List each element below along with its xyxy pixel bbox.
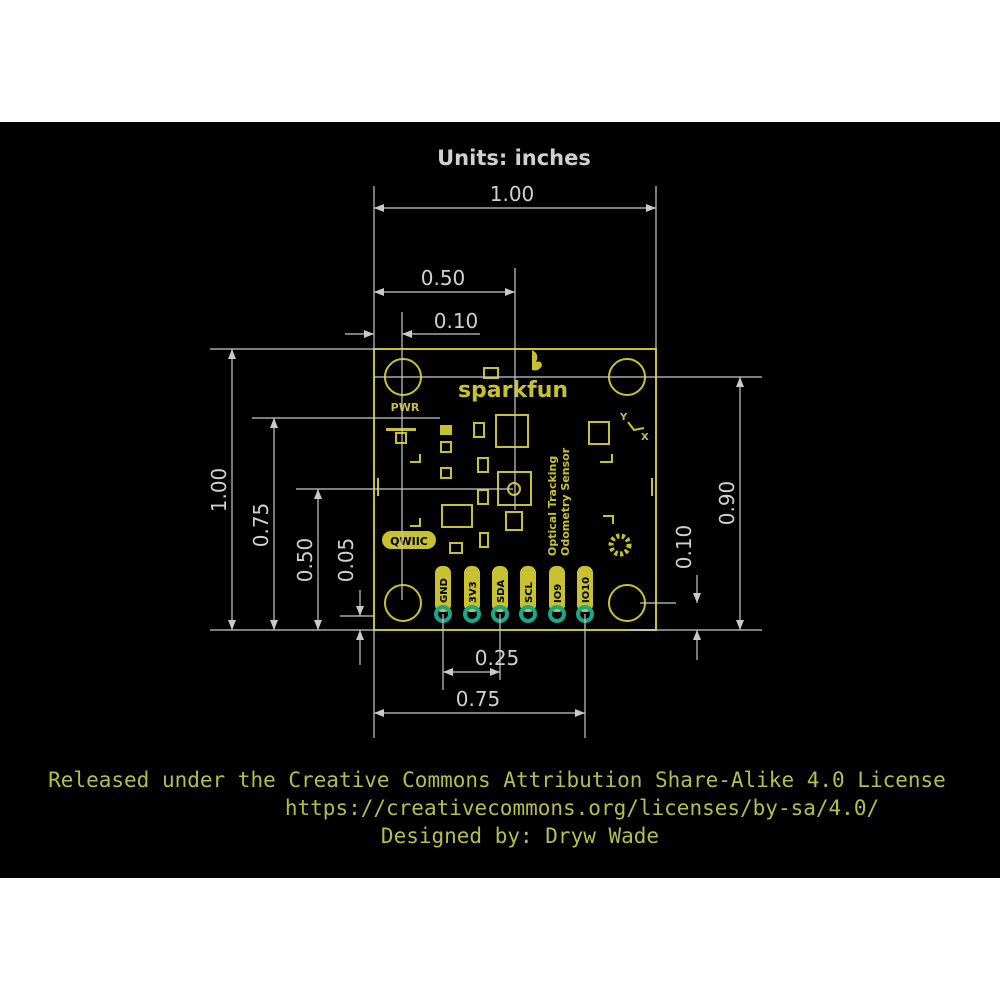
- designer-credit: Designed by: Dryw Wade: [381, 824, 659, 848]
- pin-pad: [548, 605, 566, 623]
- pin-pad: [519, 605, 537, 623]
- pcb-board: sparkfun PWR QWIIC Optical Tracking Odom…: [373, 348, 657, 631]
- dim-hole-offset-y: 0.10: [672, 525, 696, 570]
- pin-pad: [463, 605, 481, 623]
- mounting-hole: [384, 584, 422, 622]
- units-label: Units: inches: [437, 146, 591, 170]
- pin-label-pad: [520, 566, 536, 612]
- pin-label: 3V3: [468, 581, 479, 603]
- dim-pin-span-025: 0.25: [475, 646, 520, 670]
- license-url: https://creativecommons.org/licenses/by-…: [285, 796, 879, 820]
- pin-label-pad: [435, 566, 451, 612]
- axis-y-label: Y: [619, 412, 628, 423]
- axis-x-label: X: [641, 432, 649, 443]
- dim-height-075: 0.75: [249, 503, 273, 548]
- board-title-line2: Odometry Sensor: [559, 447, 572, 556]
- dim-board-height: 1.00: [207, 468, 231, 513]
- dimension-labels: 1.00 0.50 0.10 1.00 0.75 0.50 0.05 0.90 …: [207, 182, 739, 711]
- pin-label-pad: [492, 566, 508, 612]
- dim-hole-span-y: 0.90: [715, 481, 739, 526]
- dimension-lines: [210, 186, 762, 738]
- drawing-background: [0, 122, 1000, 878]
- dim-pin-offset: 0.05: [334, 538, 358, 583]
- pin-label: GND: [439, 578, 450, 603]
- pwr-label: PWR: [391, 401, 420, 414]
- pin-label-pad: [577, 566, 593, 612]
- pin-label: IO10: [581, 577, 592, 603]
- flame-logo-icon: [532, 350, 542, 371]
- dim-half-width: 0.50: [421, 266, 466, 290]
- license-text: Released under the Creative Commons Attr…: [48, 768, 946, 792]
- dim-pin-span-075: 0.75: [456, 687, 501, 711]
- pin-label: SCL: [524, 581, 535, 603]
- dim-board-width: 1.00: [490, 182, 535, 206]
- pin-label-pad: [464, 566, 480, 612]
- pin-label-pad: [549, 566, 565, 612]
- pin-label: SDA: [496, 579, 507, 603]
- dim-height-050: 0.50: [293, 538, 317, 583]
- dim-hole-offset-x: 0.10: [434, 309, 479, 333]
- pin-label: IO9: [553, 584, 564, 603]
- sparkfun-logo: sparkfun: [458, 378, 568, 403]
- qwiic-badge: [382, 531, 436, 549]
- oshw-gear-icon: [608, 533, 632, 557]
- qwiic-label: QWIIC: [390, 535, 428, 548]
- board-title-line1: Optical Tracking: [546, 456, 559, 556]
- pin-header: GND 3V3 SDA SCL IO9 IO10: [434, 566, 594, 623]
